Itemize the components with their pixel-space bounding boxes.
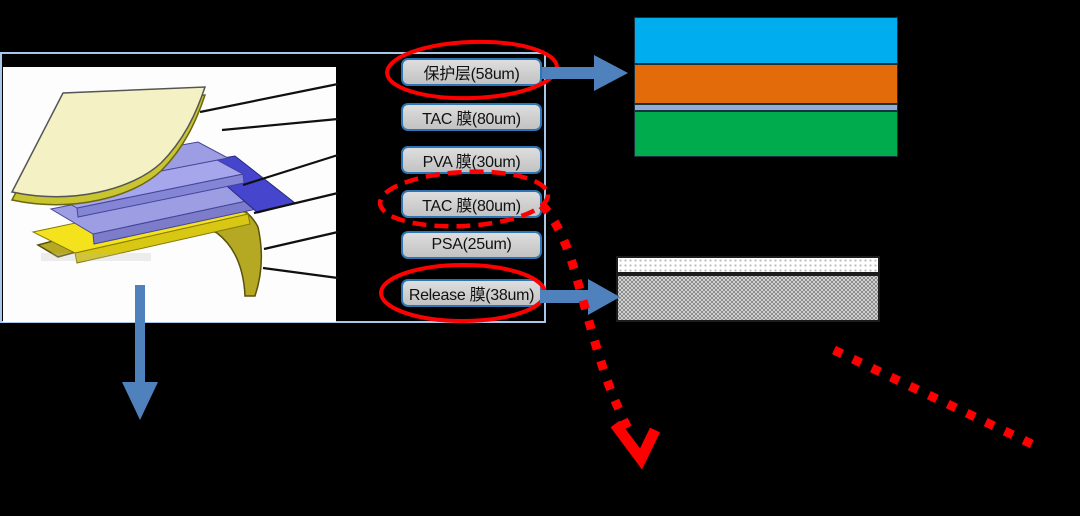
layer-orange [634,64,898,104]
label-tac-film-top: TAC 膜(80um) [401,103,542,131]
label-text: PVA 膜(30um) [422,154,521,171]
label-protective-layer: 保护层(58um) [401,58,542,86]
film-3d-illustration [3,67,336,322]
arrow-right-release-icon [540,279,620,315]
layer-white-stipple [616,256,880,274]
release-film-cross-section [616,256,880,322]
label-tac-film-bottom: TAC 膜(80um) [401,190,542,218]
label-text: Release 膜(38um) [408,287,535,304]
layer-cyan [634,17,898,64]
protective-layer-cross-section [634,17,898,157]
layer-gray-stipple [616,274,880,322]
film-stack-3d-art [10,86,297,297]
layer-lavender [634,104,898,111]
label-psa: PSA(25um) [401,231,542,259]
watermark-smudge [41,253,151,261]
label-text: PSA(25um) [431,236,512,253]
red-dashed-segment-2 [832,345,1038,451]
label-text: TAC 膜(80um) [422,111,521,128]
layer-green [634,111,898,157]
red-dashed-arrowhead [610,420,660,470]
label-text: TAC 膜(80um) [422,198,521,215]
label-release-film: Release 膜(38um) [401,279,542,307]
label-text: 保护层(58um) [423,66,520,83]
label-pva-film: PVA 膜(30um) [401,146,542,174]
film-structure-panel: 保护层(58um) TAC 膜(80um) PVA 膜(30um) TAC 膜(… [0,52,546,323]
arrow-right-protective-icon [542,55,628,91]
